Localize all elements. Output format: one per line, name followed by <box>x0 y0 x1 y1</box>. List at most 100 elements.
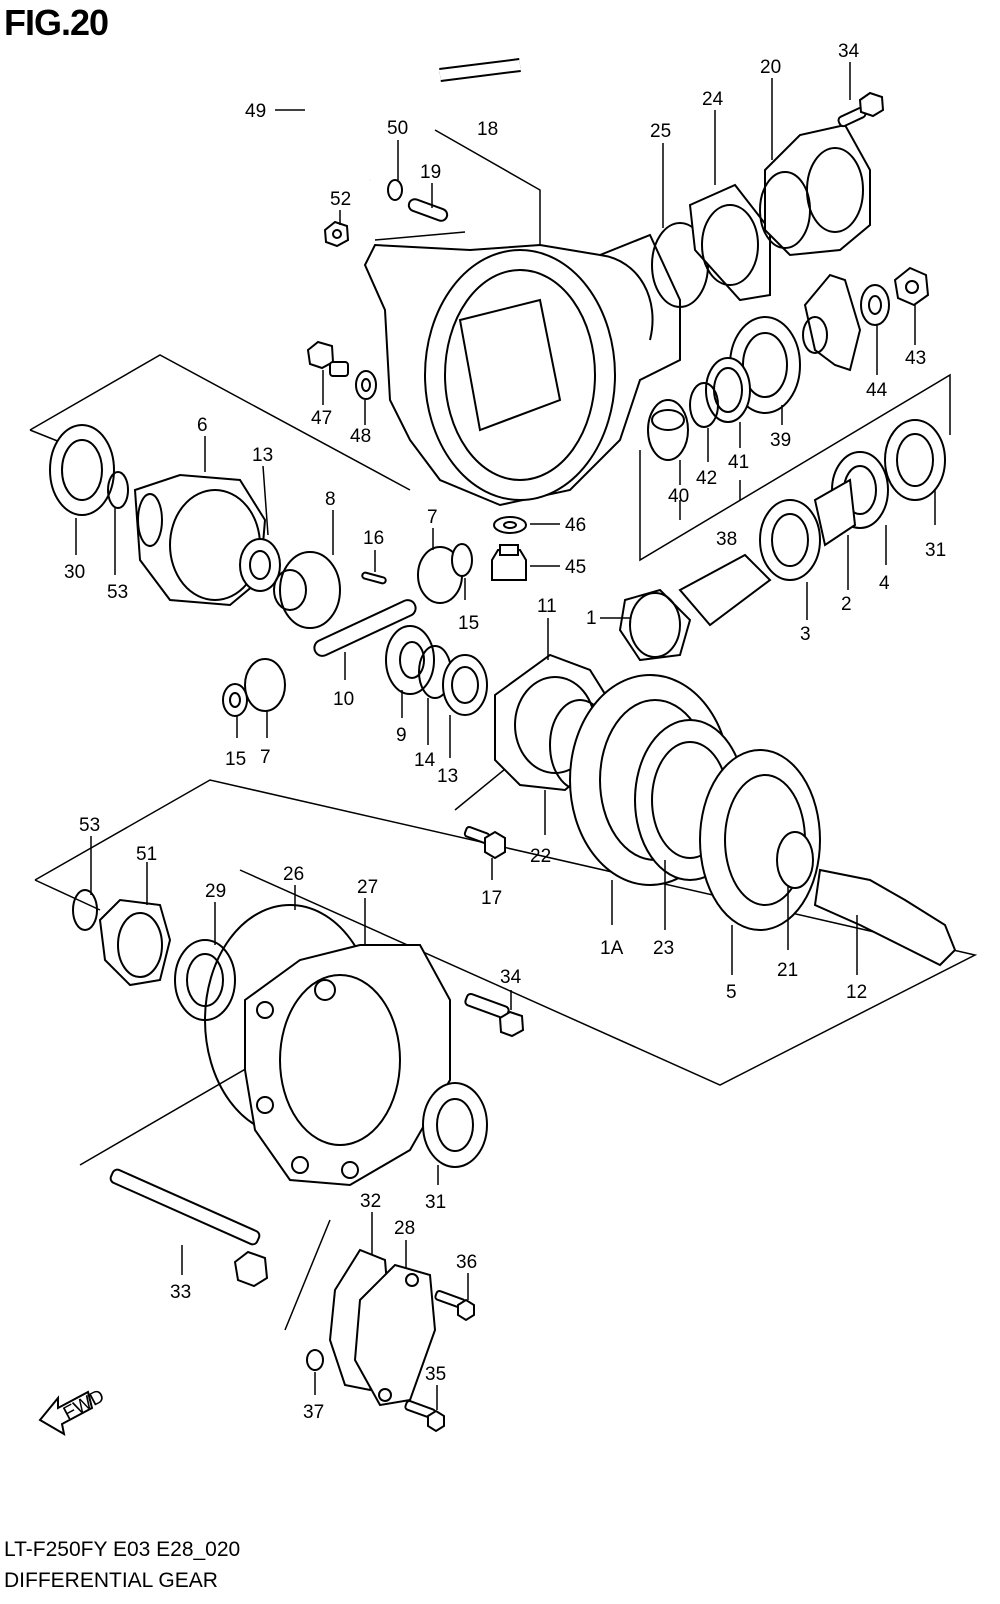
part-shaft-10 <box>313 599 417 657</box>
part-washer-21 <box>776 831 814 889</box>
part-bolt-35 <box>404 1400 445 1433</box>
part-housing-27 <box>244 944 451 1187</box>
part-circlip-53-bottom <box>72 889 98 931</box>
part-bolt-34-bottom <box>464 992 525 1038</box>
part-washer-13-top <box>239 538 281 592</box>
callout-32: 32 <box>360 1191 381 1212</box>
part-washer-48 <box>355 370 377 400</box>
callout-labels: 49 50 18 19 52 25 24 20 34 43 44 47 48 3… <box>64 41 946 1423</box>
part-bolt-34-top <box>837 91 885 128</box>
callout-17: 17 <box>481 888 502 909</box>
part-washer-13-bottom <box>442 654 488 716</box>
part-gasket-24 <box>688 183 771 302</box>
part-bolt-36 <box>434 1290 475 1322</box>
part-plug-45 <box>491 544 527 581</box>
part-dowel-37 <box>306 1349 324 1371</box>
part-pin-19 <box>407 198 449 222</box>
part-housing-51 <box>98 898 172 987</box>
callout-29: 29 <box>205 881 226 902</box>
part-circlip-53-top <box>107 471 129 509</box>
callout-37: 37 <box>303 1402 324 1423</box>
callout-4: 4 <box>879 573 890 594</box>
callout-53-bottom: 53 <box>79 815 100 836</box>
part-hose-49 <box>308 58 521 184</box>
part-cover-20 <box>759 123 871 257</box>
part-side-gear-9 <box>385 625 435 695</box>
callout-43: 43 <box>905 348 926 369</box>
part-bearing-31-bottom <box>422 1082 488 1168</box>
callout-10: 10 <box>333 689 354 710</box>
part-diff-case-6 <box>133 473 267 607</box>
part-ring-42 <box>689 382 719 428</box>
part-washer-46 <box>493 516 527 534</box>
part-bearing-3 <box>759 499 821 581</box>
callout-46: 46 <box>565 515 586 536</box>
callout-34-top: 34 <box>838 41 860 62</box>
part-spacer-2 <box>813 478 857 547</box>
figure-title: FIG.20 <box>4 2 109 43</box>
callout-13-top: 13 <box>252 445 273 466</box>
callout-42: 42 <box>696 468 717 489</box>
callout-39: 39 <box>770 430 791 451</box>
callout-34-bottom: 34 <box>500 967 522 988</box>
callout-15-bottom: 15 <box>225 749 246 770</box>
part-pinion-gear-7-bottom <box>244 658 286 712</box>
part-bearing-31-right <box>884 419 946 501</box>
callout-19: 19 <box>420 162 441 183</box>
callout-31-top: 31 <box>925 540 946 561</box>
callout-35: 35 <box>425 1364 446 1385</box>
callout-7-top: 7 <box>427 507 438 528</box>
part-nut-43 <box>893 266 930 307</box>
callout-44: 44 <box>866 380 888 401</box>
callout-20: 20 <box>760 57 781 78</box>
part-ring-41 <box>705 357 751 423</box>
callout-12: 12 <box>846 982 867 1003</box>
callout-47: 47 <box>311 408 332 429</box>
callout-48: 48 <box>350 426 371 447</box>
part-nut-52 <box>323 220 350 248</box>
callout-51: 51 <box>136 844 157 865</box>
callout-15-top: 15 <box>458 613 479 634</box>
callout-53-top: 53 <box>107 582 128 603</box>
callout-14: 14 <box>414 750 436 771</box>
callout-26: 26 <box>283 864 304 885</box>
part-clip-50 <box>387 179 403 201</box>
callout-16: 16 <box>363 528 384 549</box>
callout-7-bottom: 7 <box>260 747 271 768</box>
callout-49: 49 <box>245 101 266 122</box>
part-bolt-17 <box>463 826 506 860</box>
group-frames <box>29 129 978 1331</box>
callout-31-bottom: 31 <box>425 1192 446 1213</box>
part-drive-pinion-1 <box>618 553 772 662</box>
fwd-arrow-icon: FWD <box>38 1386 108 1436</box>
part-side-gear-8 <box>273 551 341 629</box>
callout-18: 18 <box>477 119 498 140</box>
callout-30: 30 <box>64 562 85 583</box>
callout-45: 45 <box>565 557 586 578</box>
callout-1: 1 <box>586 608 597 629</box>
callout-41: 41 <box>728 452 749 473</box>
part-washer-15-top <box>451 543 473 577</box>
part-housing-18 <box>363 233 681 507</box>
part-bolt-47 <box>306 340 349 377</box>
callout-50: 50 <box>387 118 408 139</box>
callout-6: 6 <box>197 415 208 436</box>
callout-23: 23 <box>653 938 674 959</box>
callout-5: 5 <box>726 982 737 1003</box>
fwd-label: FWD <box>60 1386 108 1425</box>
part-pin-16 <box>361 571 387 585</box>
part-output-shaft-12 <box>813 868 957 967</box>
part-washer-44 <box>860 284 890 326</box>
callout-24: 24 <box>702 89 724 110</box>
part-bolt-33 <box>109 1168 269 1288</box>
part-oil-seal-30 <box>49 424 115 516</box>
section-name: DIFFERENTIAL GEAR <box>4 1569 218 1592</box>
callout-25: 25 <box>650 121 671 142</box>
callout-36: 36 <box>456 1252 477 1273</box>
callout-2: 2 <box>841 594 852 615</box>
callout-1A: 1A <box>600 938 624 959</box>
part-collar-40 <box>647 399 689 461</box>
callout-21: 21 <box>777 960 798 981</box>
callout-52: 52 <box>330 189 351 210</box>
